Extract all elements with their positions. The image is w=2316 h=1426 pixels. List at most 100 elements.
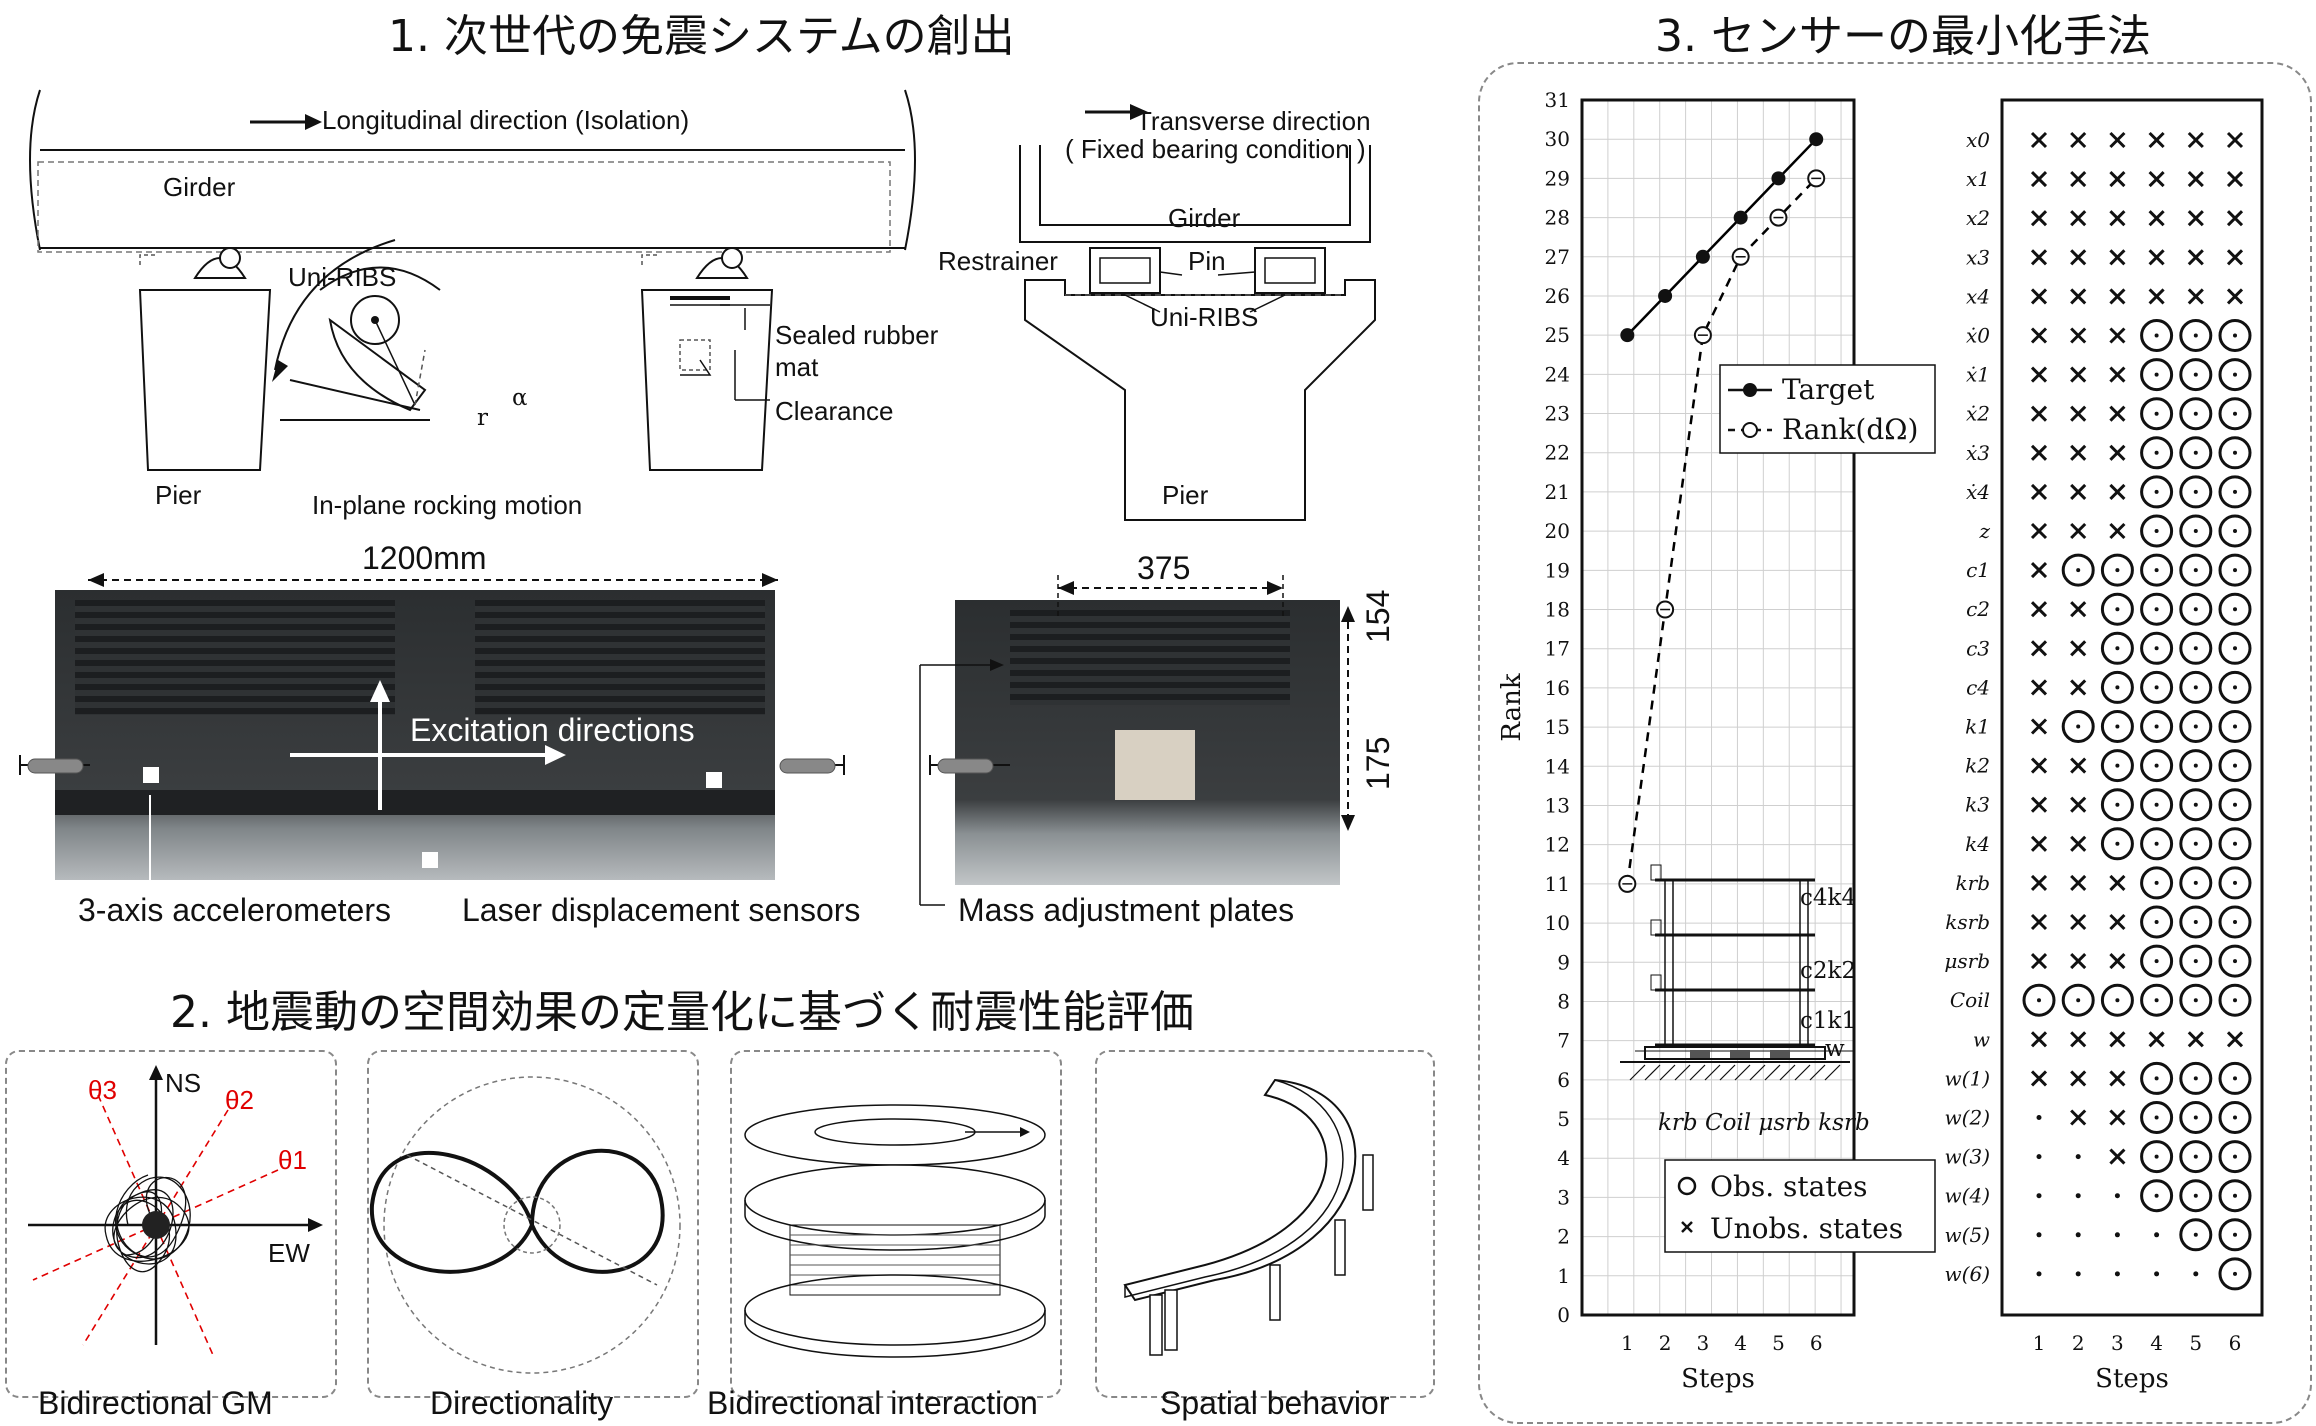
series-point-1 — [1733, 210, 1748, 225]
y-tick-label: 15 — [1545, 715, 1570, 739]
photo-annotations — [19, 573, 1355, 906]
panel-bidirectional-interaction — [730, 1050, 1062, 1398]
x-tick-label: 6 — [1810, 1331, 1823, 1355]
unobserved-mark — [2187, 210, 2204, 227]
alpha-symbol: α — [512, 385, 528, 411]
observed-mark-dot — [2233, 1271, 2237, 1276]
observed-mark-dot — [2233, 841, 2237, 846]
label-bottom-params: krb Coil μsrb ksrb — [1658, 1110, 1870, 1136]
unobserved-mark — [2109, 1031, 2126, 1048]
undefined-mark — [2075, 1271, 2081, 1277]
y-tick-label: 23 — [1545, 402, 1570, 426]
observed-mark-dot — [2115, 607, 2120, 612]
observed-mark-dot — [2193, 1154, 2198, 1159]
series-line-1 — [1626, 138, 1818, 337]
undefined-mark — [2114, 1193, 2120, 1199]
y-tick-label: 11 — [1545, 872, 1570, 896]
caption-directionality: Directionality — [430, 1385, 614, 1421]
unobserved-mark — [2070, 874, 2087, 891]
pin-label: Pin — [1188, 246, 1226, 276]
panel-spatial-behavior — [1095, 1050, 1435, 1398]
observed-mark-dot — [2037, 998, 2041, 1003]
unobserved-mark — [2109, 874, 2126, 891]
observed-mark-dot — [2154, 763, 2159, 768]
longitudinal-label: Longitudinal direction (Isolation) — [322, 105, 690, 135]
series-line-2 — [1626, 177, 1818, 885]
unobserved-mark — [2030, 444, 2048, 461]
observed-mark-dot — [2193, 372, 2198, 377]
unobserved-mark — [2070, 171, 2087, 188]
y-tick-label: 2 — [1557, 1225, 1570, 1249]
unobserved-mark — [2030, 210, 2048, 227]
undefined-mark — [2075, 1232, 2081, 1238]
x-tick-label: 1 — [1621, 1331, 1634, 1355]
unobserved-mark — [2030, 288, 2048, 305]
state-label: w(2) — [1945, 1106, 1990, 1130]
state-label: k2 — [1965, 754, 1990, 778]
pier-label-1: Pier — [155, 480, 202, 510]
caption-spatial-behavior: Spatial behavior — [1160, 1385, 1390, 1421]
unobserved-mark — [2030, 640, 2048, 657]
observed-mark-dot — [2233, 920, 2237, 924]
girder-label-2: Girder — [1168, 203, 1241, 233]
legend2-marker-unobs — [1681, 1221, 1693, 1233]
unobserved-mark — [2030, 562, 2048, 579]
observed-mark-dot — [2193, 1115, 2198, 1120]
state-label: w(5) — [1945, 1223, 1990, 1247]
unobserved-mark — [2109, 1148, 2126, 1165]
unobserved-mark — [2148, 288, 2165, 305]
legend2-label-unobs: Unobs. states — [1710, 1212, 1903, 1245]
y-tick-label: 12 — [1545, 833, 1570, 857]
panel-bidirectional-gm — [5, 1050, 337, 1398]
y-tick-label: 25 — [1545, 323, 1570, 347]
legend-marker-1 — [1743, 383, 1757, 397]
observed-mark-dot — [2193, 333, 2198, 338]
y-tick-label: 8 — [1557, 989, 1570, 1013]
unobserved-mark — [2148, 171, 2165, 188]
section-3-title: 3. センサーの最小化手法 — [1655, 11, 2151, 62]
unobserved-mark — [2070, 210, 2087, 227]
x-axis-label: Steps — [1681, 1364, 1755, 1394]
legend2-box — [1664, 1159, 1936, 1253]
unobserved-mark — [2070, 327, 2087, 344]
y-tick-label: 6 — [1557, 1068, 1570, 1092]
unobserved-mark — [2030, 327, 2048, 344]
legend2-marker-obs — [1677, 1176, 1697, 1196]
observed-mark-dot — [2193, 841, 2198, 846]
observed-mark-dot — [2115, 568, 2120, 573]
unobserved-mark — [2070, 131, 2087, 149]
y-tick-label: 22 — [1545, 441, 1570, 465]
observed-mark-dot — [2193, 959, 2198, 964]
observed-mark-dot — [2233, 489, 2237, 494]
unobserved-mark — [2226, 171, 2244, 188]
unobserved-mark — [2109, 1070, 2126, 1087]
observed-mark-dot — [2154, 411, 2159, 416]
specimen-photo-transverse — [955, 600, 1340, 885]
observed-mark-dot — [2154, 489, 2159, 494]
unobserved-mark — [2148, 1031, 2165, 1048]
state-label: ẋ2 — [1966, 402, 1990, 426]
observed-mark-dot — [2154, 920, 2159, 924]
observed-mark-dot — [2233, 607, 2237, 612]
unobserved-mark — [2070, 249, 2087, 266]
observed-mark-dot — [2115, 646, 2120, 651]
transverse-diagram — [1019, 104, 1376, 521]
state-label: ksrb — [1945, 910, 1990, 934]
unobserved-mark — [2030, 366, 2048, 383]
y-tick-label: 3 — [1557, 1185, 1570, 1209]
observed-mark-dot — [2193, 802, 2198, 807]
observed-mark-dot — [2233, 1154, 2237, 1159]
state-label: x0 — [1966, 128, 1990, 152]
undefined-mark — [2036, 1154, 2042, 1160]
y-tick-label: 1 — [1557, 1264, 1570, 1288]
unobserved-mark — [2030, 718, 2048, 735]
undefined-mark — [2114, 1271, 2120, 1277]
ground-motion-plot — [28, 1065, 323, 1356]
unobserved-mark — [2070, 757, 2087, 774]
unobserved-mark — [2109, 913, 2126, 931]
table-x-label: Steps — [2095, 1364, 2169, 1394]
r-symbol: r — [477, 405, 488, 431]
observed-mark-dot — [2154, 646, 2159, 651]
y-tick-label: 5 — [1557, 1107, 1570, 1131]
observed-mark-dot — [2154, 685, 2159, 690]
